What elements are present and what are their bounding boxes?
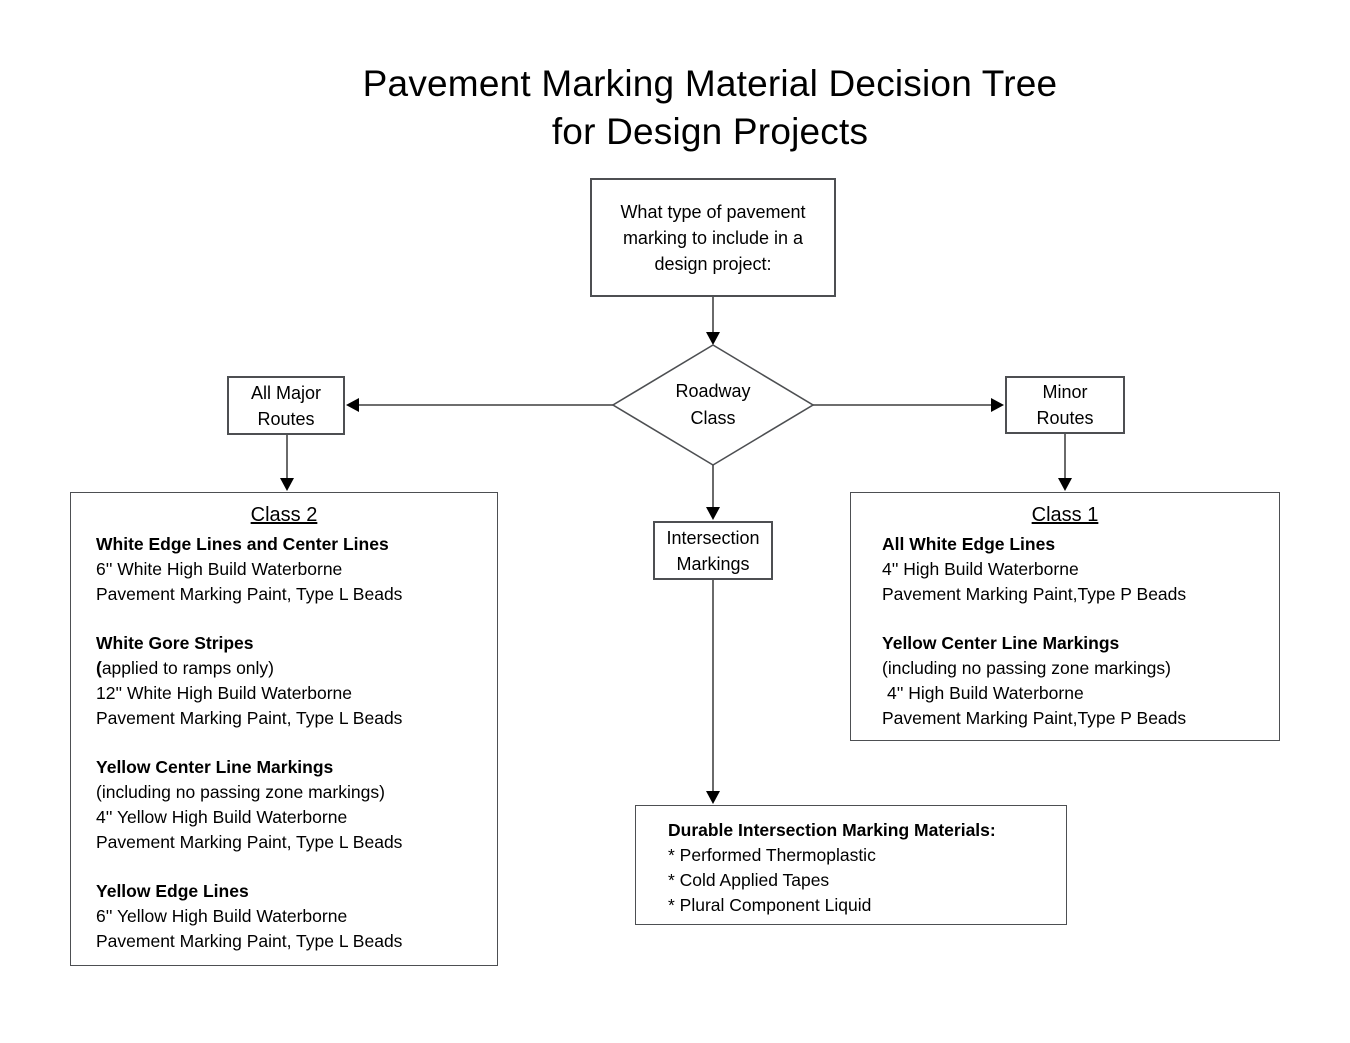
section-title: White Edge Lines and Center Lines <box>96 534 389 554</box>
paren-rest: applied to ramps only) <box>101 658 274 678</box>
section-line: 4'' Yellow High Build Waterborne <box>96 807 348 827</box>
arrowhead-down-icon <box>706 332 720 345</box>
arrowhead-down-icon <box>1058 478 1072 491</box>
node-question: What type of pavement marking to include… <box>590 178 836 297</box>
class1-header: Class 1 <box>1031 504 1099 526</box>
arrowhead-down-icon <box>706 507 720 520</box>
section-line: (including no passing zone markings) <box>882 658 1171 678</box>
section-line: 6'' Yellow High Build Waterborne <box>96 906 348 926</box>
node-minor-routes: Minor Routes <box>1005 376 1125 434</box>
section-line: 12'' White High Build Waterborne <box>96 683 353 703</box>
section-line: Pavement Marking Paint, Type L Beads <box>96 832 403 852</box>
class2-section-gore-stripes: White Gore Stripes (applied to ramps onl… <box>96 631 487 731</box>
section-line: (applied to ramps only) <box>96 656 487 681</box>
section-line: Pavement Marking Paint,Type P Beads <box>882 708 1187 728</box>
section-title: Yellow Center Line Markings <box>882 633 1120 653</box>
section-line: 4'' High Build Waterborne <box>882 559 1079 579</box>
node-decision-label: Roadway Class <box>675 381 751 428</box>
paren-bold: ( <box>96 658 102 678</box>
durable-item: * Cold Applied Tapes <box>668 870 830 890</box>
node-minor-routes-label: Minor Routes <box>1036 382 1094 428</box>
class1-detail-box: Class 1 All White Edge Lines 4'' High Bu… <box>850 492 1280 741</box>
section-title: All White Edge Lines <box>882 534 1056 554</box>
section-title: Yellow Center Line Markings <box>96 757 334 777</box>
class2-section-yellow-center: Yellow Center Line Markings (including n… <box>96 755 487 855</box>
node-all-major-routes-label: All Major Routes <box>250 382 321 429</box>
durable-title: Durable Intersection Marking Materials: <box>668 820 996 840</box>
section-line: Pavement Marking Paint, Type L Beads <box>96 584 403 604</box>
class1-section-yellow-center: Yellow Center Line Markings (including n… <box>882 631 1269 731</box>
arrowhead-left-icon <box>346 398 359 412</box>
section-line: (including no passing zone markings) <box>96 782 385 802</box>
class2-detail-box: Class 2 White Edge Lines and Center Line… <box>70 492 498 966</box>
durable-materials-box: Durable Intersection Marking Materials: … <box>635 805 1067 925</box>
durable-item: * Performed Thermoplastic <box>668 845 876 865</box>
section-line: 6'' White High Build Waterborne <box>96 559 343 579</box>
class2-header: Class 2 <box>250 504 318 526</box>
section-line: Pavement Marking Paint,Type P Beads <box>882 584 1187 604</box>
section-line: Pavement Marking Paint, Type L Beads <box>96 931 403 951</box>
section-title: Yellow Edge Lines <box>96 881 249 901</box>
arrowhead-right-icon <box>991 398 1004 412</box>
node-intersection-markings: Intersection Markings <box>653 521 773 580</box>
section-line: Pavement Marking Paint, Type L Beads <box>96 708 403 728</box>
section-line: 4'' High Build Waterborne <box>887 683 1084 703</box>
node-intersection-markings-label: Intersection Markings <box>666 527 760 574</box>
page-title: Pavement Marking Material Decision Tree … <box>362 63 1058 152</box>
durable-item: * Plural Component Liquid <box>668 895 872 915</box>
class2-section-yellow-edge: Yellow Edge Lines 6'' Yellow High Build … <box>96 879 487 954</box>
class1-section-white-edge: All White Edge Lines 4'' High Build Wate… <box>882 532 1269 607</box>
node-question-label: What type of pavement marking to include… <box>620 201 806 274</box>
arrowhead-down-icon <box>280 478 294 491</box>
class2-section-white-edge: White Edge Lines and Center Lines 6'' Wh… <box>96 532 487 607</box>
arrowhead-down-icon <box>706 791 720 804</box>
section-title: White Gore Stripes <box>96 633 254 653</box>
node-all-major-routes: All Major Routes <box>227 376 345 435</box>
